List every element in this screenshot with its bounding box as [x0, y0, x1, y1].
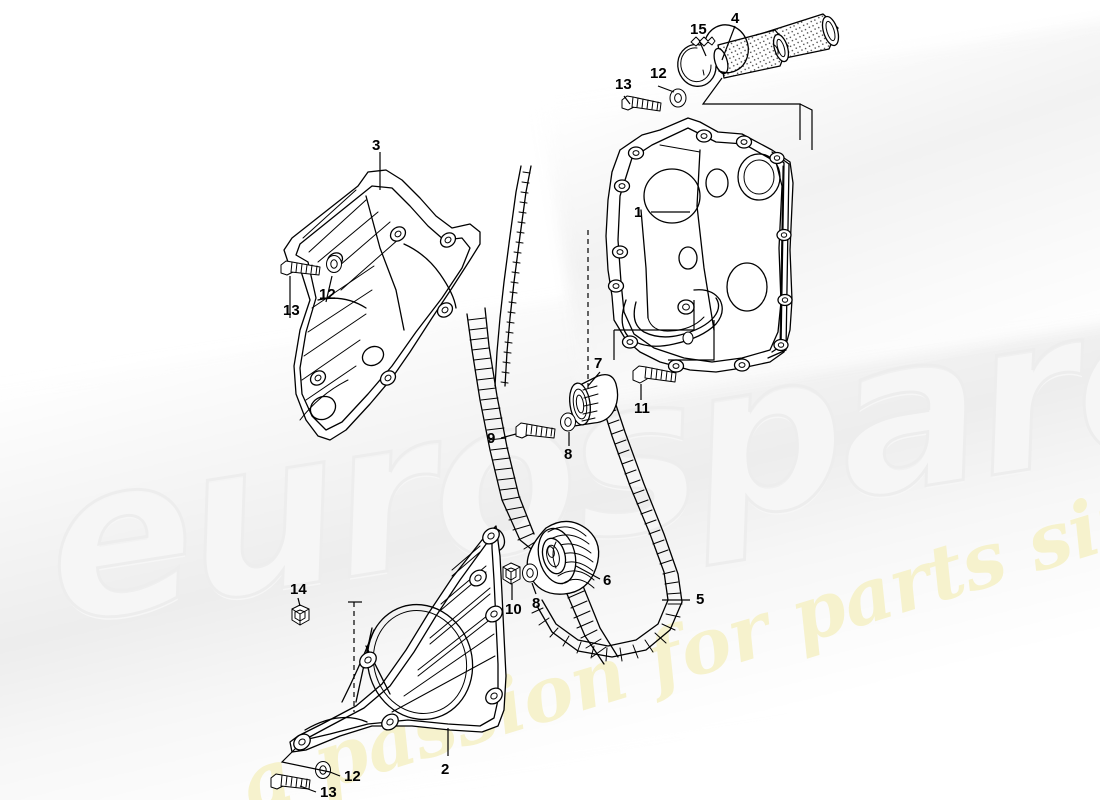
callout-11[interactable]: 11 — [634, 400, 650, 417]
callout-8-lower[interactable]: 8 — [532, 595, 541, 612]
part-lower-belt-guard — [289, 525, 507, 753]
callout-3[interactable]: 3 — [372, 137, 381, 154]
callout-9[interactable]: 9 — [487, 430, 496, 447]
callout-leaders — [289, 25, 736, 793]
callout-14[interactable]: 14 — [290, 581, 307, 598]
callout-5[interactable]: 5 — [696, 591, 705, 608]
part-belt-pulley — [526, 520, 600, 595]
part-upper-belt-guard — [283, 169, 481, 441]
callout-7[interactable]: 7 — [594, 355, 603, 372]
part-toothed-belt — [466, 165, 683, 665]
assembly-bracket-lines — [280, 77, 813, 773]
callout-12-upper-guard[interactable]: 12 — [319, 286, 336, 303]
callout-13-upper-guard[interactable]: 13 — [283, 302, 300, 319]
fastener-set-case-top — [621, 88, 687, 112]
callout-1[interactable]: 1 — [634, 204, 643, 221]
callout-4[interactable]: 4 — [731, 10, 740, 27]
callout-6[interactable]: 6 — [603, 572, 612, 589]
bolt-cover-11 — [632, 365, 677, 384]
fastener-set-lower-guard — [270, 761, 331, 790]
callout-2[interactable]: 2 — [441, 761, 450, 778]
part-timing-case-cover — [605, 117, 794, 373]
fastener-set-tensioner — [515, 412, 576, 439]
fastener-set-pulley — [502, 562, 538, 585]
callout-13-case-top[interactable]: 13 — [615, 76, 632, 93]
callout-10[interactable]: 10 — [505, 601, 522, 618]
callout-15[interactable]: 15 — [690, 21, 707, 38]
callout-12-lower-guard[interactable]: 12 — [344, 768, 361, 785]
part-tensioning-roller — [569, 373, 619, 427]
callout-12-case-top[interactable]: 12 — [650, 65, 667, 82]
nut-14 — [291, 604, 310, 626]
part-hose-clamp — [677, 24, 749, 87]
part-hose — [713, 13, 840, 79]
fastener-set-upper-guard — [280, 255, 342, 276]
callout-13-lower-guard[interactable]: 13 — [320, 784, 337, 800]
callout-8-upper[interactable]: 8 — [564, 446, 573, 463]
